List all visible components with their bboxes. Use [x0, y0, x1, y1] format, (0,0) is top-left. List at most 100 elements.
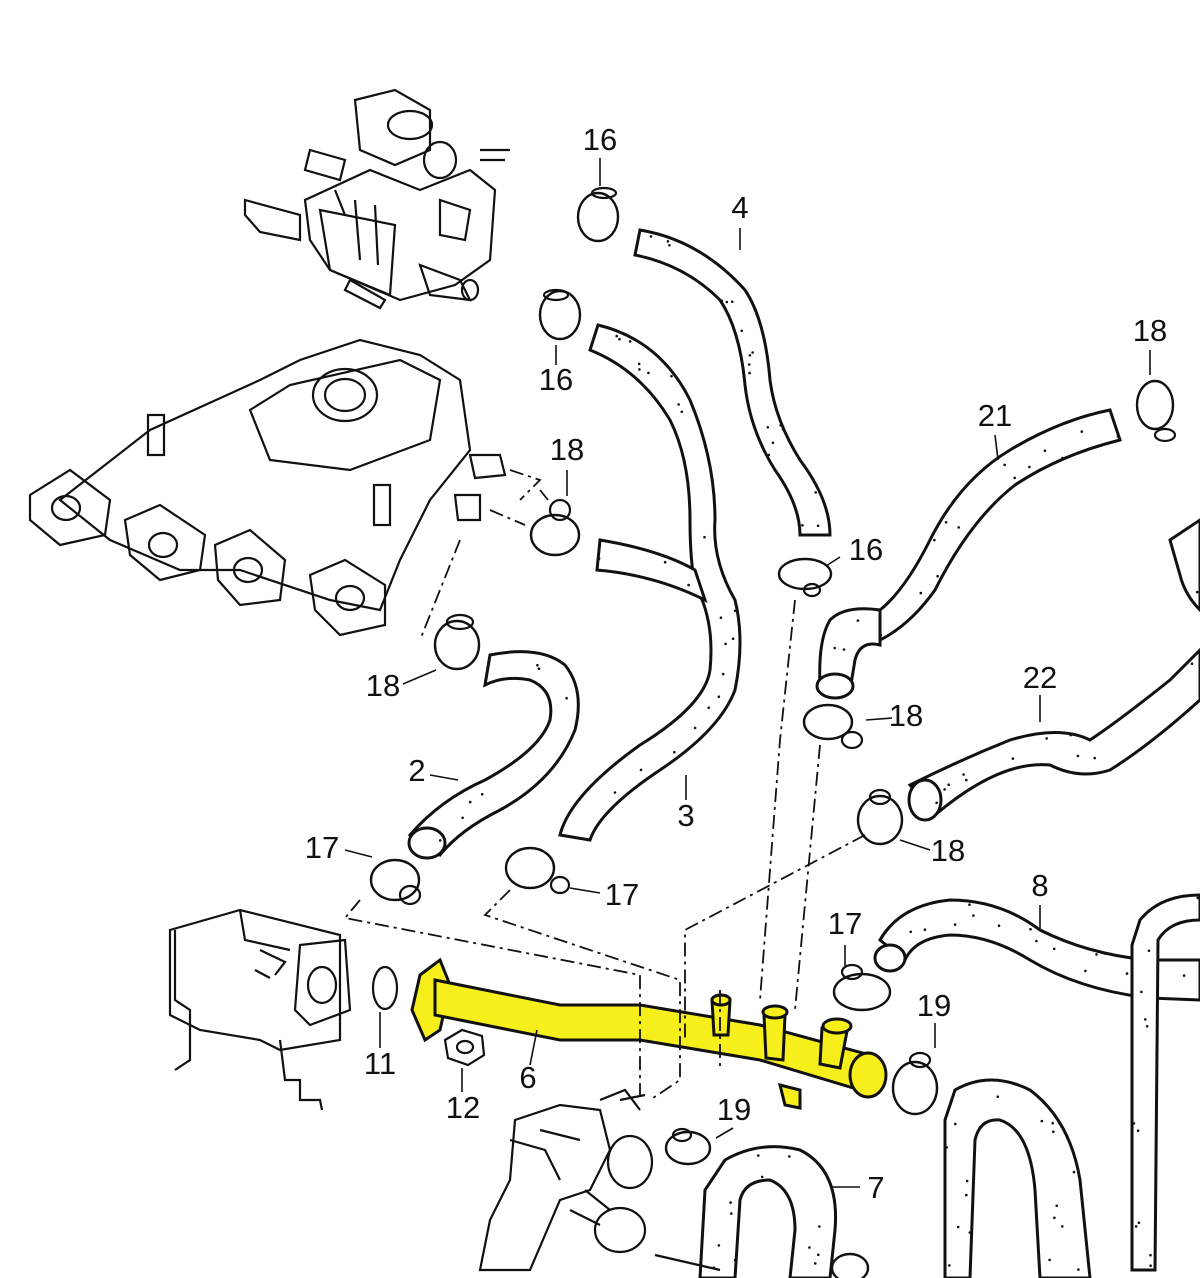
hose-dot [933, 538, 936, 542]
hose-dot [637, 362, 641, 366]
clamp-16b [538, 288, 582, 341]
hose-dot [948, 1264, 951, 1267]
hose-dot [1190, 662, 1194, 665]
hose-dot [673, 750, 676, 754]
hose-dot [731, 637, 735, 640]
hose-dot [1043, 449, 1047, 453]
hose-dot [680, 410, 684, 414]
hose-dot [943, 788, 946, 791]
hose-dot [1052, 947, 1056, 951]
hose-dot [597, 557, 601, 560]
hose-dot [781, 427, 785, 431]
hose-dot [628, 340, 632, 343]
hose-dot [1106, 409, 1110, 412]
callout-16-right: 16 [849, 532, 883, 567]
hose-dot [944, 521, 948, 524]
hose-dot [1040, 1119, 1044, 1123]
callout-16-mid: 16 [539, 362, 573, 397]
hose-dot [677, 403, 680, 406]
hose-dot [1035, 939, 1038, 943]
hose-dot [1186, 592, 1189, 595]
hose-dot [725, 300, 729, 304]
hose-dot [909, 930, 912, 934]
hose-dot [1147, 949, 1151, 953]
callout-4: 4 [731, 190, 748, 225]
hose-dot [817, 1253, 820, 1257]
callout-17-mid: 17 [605, 877, 639, 912]
callout-2: 2 [408, 753, 425, 788]
hose-dot [480, 792, 484, 796]
hose-dot [707, 706, 710, 709]
assembly-guide-lines [343, 599, 866, 1101]
clamp-16a [576, 186, 620, 243]
hose-dot [748, 371, 751, 375]
hose-dot [965, 1179, 969, 1183]
hose-dot [1132, 1122, 1136, 1125]
hose-dot [615, 334, 618, 338]
hose-dot [956, 1225, 960, 1229]
hose-dot [721, 672, 725, 676]
hose-dot [613, 791, 617, 794]
hose-dot [703, 535, 706, 539]
hose-dot [779, 424, 782, 427]
hose-dot [1149, 1264, 1152, 1267]
hose-dot [947, 783, 950, 786]
leader-lines [344, 158, 1151, 1188]
hose-dot [945, 1146, 948, 1149]
hose-dot [719, 616, 723, 619]
callout-17-left: 17 [305, 830, 339, 865]
hose-dot [536, 663, 539, 667]
carburetor [243, 88, 510, 310]
hose-dot [1104, 952, 1107, 955]
hose-dot [954, 1122, 957, 1126]
hose-dot [1061, 1225, 1064, 1228]
hose-dot [666, 240, 670, 243]
clamp-bottom-right [830, 1252, 870, 1278]
hose-3 [558, 323, 742, 842]
callout-3: 3 [677, 798, 694, 833]
hose-dot [771, 441, 775, 445]
callout-7: 7 [867, 1170, 884, 1205]
hose-8 [873, 893, 1200, 1272]
hose-dot [997, 924, 1001, 927]
hose-clamps [369, 186, 1177, 1278]
hose-dot [856, 619, 860, 622]
clamp-18-lower-left [433, 613, 481, 671]
hose-22 [907, 647, 1200, 822]
hose-dot [717, 695, 721, 698]
hose-dot [965, 778, 968, 782]
hose-dot [814, 491, 817, 494]
hose-21 [815, 408, 1122, 700]
hose-dot [1137, 1221, 1141, 1224]
hose-dot [1069, 733, 1072, 737]
clamp-17-right [832, 963, 892, 1012]
clamp-16c [777, 557, 833, 598]
hose-dot [1076, 754, 1080, 758]
hose-dot [1145, 1025, 1149, 1028]
hose-dot [965, 1193, 968, 1197]
callout-labels: 16 16 16 4 18 18 18 18 18 21 22 2 3 17 1… [305, 122, 1167, 1205]
hose-dot [720, 299, 724, 303]
hose-dot [788, 1155, 791, 1158]
hose-dot [438, 839, 442, 842]
callout-18-left: 18 [550, 432, 584, 467]
hose-dot [1093, 756, 1096, 760]
callout-22: 22 [1023, 660, 1057, 695]
hose-dot [1080, 430, 1084, 433]
hose-dot [919, 591, 923, 595]
hose-dot [1028, 465, 1031, 469]
hose-dot [693, 726, 697, 730]
engine-bracket [168, 908, 352, 1111]
hose-dot [733, 1258, 737, 1262]
hose-dot [1077, 1268, 1080, 1271]
hose-dot [842, 648, 846, 651]
callout-18-lower-left: 18 [366, 668, 400, 703]
hose-dot [663, 560, 667, 564]
hose-dot [1045, 737, 1048, 740]
clamp-18-right [856, 788, 904, 846]
hose-dot [1013, 476, 1016, 480]
hose-dot [649, 235, 653, 238]
clamp-17-left [369, 858, 422, 906]
